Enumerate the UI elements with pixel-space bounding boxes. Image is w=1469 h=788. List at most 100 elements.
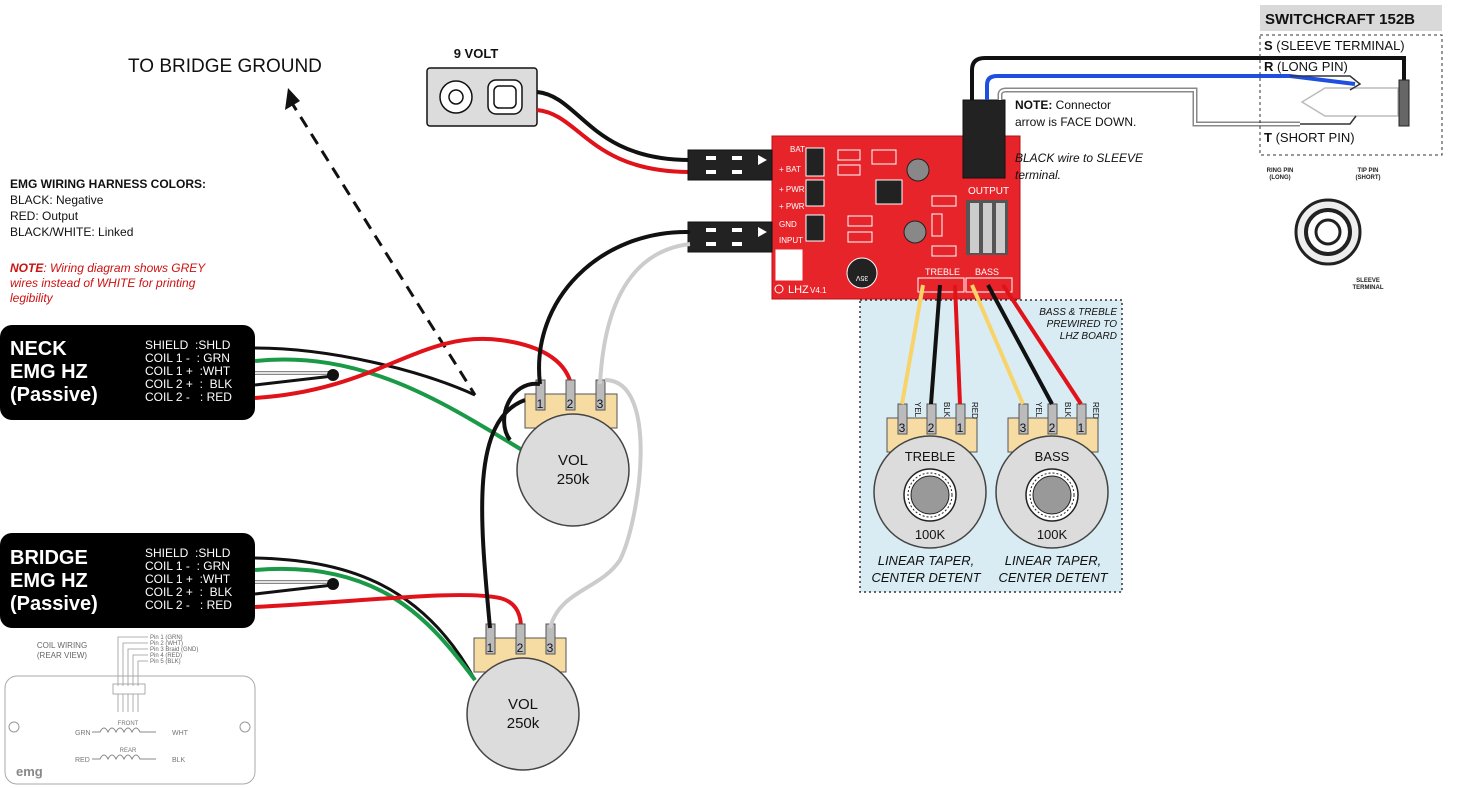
- neck-to-bridge-black: [480, 398, 526, 629]
- neck-vol-body: [516, 413, 630, 527]
- bridge-volume-pot: 1 2 3 VOL 250k: [466, 623, 580, 771]
- neck3-to-bridge3-grey: [548, 378, 643, 629]
- treble-pin2: 2: [928, 421, 935, 435]
- treble-wire-yel: YEL: [913, 402, 922, 418]
- jack-t-text: (SHORT PIN): [1272, 130, 1355, 145]
- bridge-vol-label: VOL: [508, 696, 538, 713]
- neck-vol-ground-black: [502, 381, 541, 442]
- jack-short-pin: [1300, 115, 1357, 125]
- neck-wire-red: [254, 336, 573, 400]
- jack-s-text: (SLEEVE TERMINAL): [1273, 38, 1405, 53]
- connector-note-line1: NOTE: Connector: [1015, 98, 1111, 112]
- bridge-pin-coil2-pos: COIL 2 + : BLK: [145, 585, 232, 599]
- jack-photo-inner: [1314, 218, 1342, 246]
- coil-blk-label: BLK: [172, 757, 186, 764]
- board-label-bat: BAT: [790, 145, 805, 154]
- jack-sleeve-term-l1: SLEEVE: [1356, 278, 1380, 284]
- output-connector: [962, 99, 1006, 179]
- coil-wiring-title-l2: (REAR VIEW): [37, 651, 88, 660]
- board-capacitor-label: 35V: [855, 274, 868, 281]
- board-label-input: INPUT: [779, 236, 803, 245]
- bridge-vol-body: [466, 657, 580, 771]
- bridge-junction: [327, 578, 339, 590]
- board-logo-icon: [774, 284, 784, 294]
- neck-vol-lug2: [565, 379, 576, 411]
- bridge-wire-green: [254, 566, 477, 682]
- board-label-pwr2: + PWR: [779, 202, 805, 211]
- bridge-vol-pin3: 3: [547, 641, 554, 655]
- battery-label: 9 VOLT: [454, 46, 499, 61]
- coil-front-winding: [92, 727, 156, 734]
- connector-note-bold: NOTE:: [1015, 98, 1052, 112]
- connector-note-italic2: terminal.: [1015, 168, 1061, 182]
- battery-connector-slot: [706, 170, 716, 174]
- bridge-vol-pin1: 1: [487, 641, 494, 655]
- jack-sleeve-terminal: [1398, 79, 1410, 127]
- neck-pin-coil1-pos: COIL 1 + :WHT: [145, 364, 231, 378]
- bridge-wire-black-shield: [254, 556, 477, 681]
- harness-note-line2: wires instead of WHITE for printing: [10, 276, 196, 290]
- neck-vol-black-to-input: [537, 229, 691, 385]
- jack-box: [1259, 34, 1443, 156]
- board-label-lhz: LHZ: [788, 284, 809, 296]
- bass-shaft: [1032, 475, 1072, 515]
- jack-s-letter: S: [1264, 38, 1273, 53]
- neck-pin-coil2-neg: COIL 2 - : RED: [145, 390, 232, 404]
- jack-photo-ring: [1304, 208, 1352, 256]
- ground-arrow-line: [288, 99, 477, 396]
- coil-pickup-outline: [4, 675, 256, 785]
- coil-front-label: FRONT: [118, 721, 139, 727]
- treble-blk-wire: [929, 284, 942, 405]
- bass-lug2: [1047, 403, 1058, 435]
- coil-red-label: RED: [75, 757, 90, 764]
- harness-line-black: BLACK: Negative: [10, 193, 104, 207]
- board-capacitor: [846, 257, 878, 289]
- bass-value: 100K: [1037, 527, 1068, 542]
- coil-rear-label: REAR: [120, 748, 137, 754]
- bridge-pickup-box: [0, 533, 255, 628]
- harness-note: NOTE: Wiring diagram shows GREY: [10, 261, 206, 275]
- treble-wire-red: RED: [970, 402, 979, 419]
- bridge-wire-red: [254, 593, 523, 626]
- neck-pin-coil1-neg: COIL 1 - : GRN: [145, 351, 230, 365]
- treble-label: TREBLE: [905, 449, 956, 464]
- bridge-pin-coil1-neg: COIL 1 - : GRN: [145, 559, 230, 573]
- bass-wire-blk: BLK: [1063, 402, 1072, 418]
- bridge-pickup-name-l3: (Passive): [10, 593, 98, 615]
- input-connector: [687, 221, 773, 253]
- jack-title: SWITCHCRAFT 152B: [1265, 11, 1415, 28]
- coil-pin2: Pin 2 (WHT): [150, 641, 183, 647]
- connector-note-line2: arrow is FACE DOWN.: [1015, 115, 1136, 129]
- treble-red-wire: [953, 284, 962, 405]
- treble-pot: 3 2 1 YEL BLK RED TREBLE 100K LINEAR TAP…: [871, 402, 987, 585]
- jack-ring-pin-l1: RING PIN: [1267, 168, 1294, 174]
- board-label-treble: TREBLE: [925, 267, 960, 277]
- connector-note-text: Connector: [1052, 98, 1111, 112]
- jack-tip-label: T (SHORT PIN): [1264, 130, 1355, 145]
- neck-pickup-name-l1: NECK: [10, 338, 67, 360]
- coil-pin1: Pin 1 (GRN): [150, 635, 183, 641]
- neck-vol-label: VOL: [558, 452, 588, 469]
- neck-volume-pot: 1 2 3 VOL 250k: [516, 379, 630, 527]
- jack-tip-pin-l2: (SHORT): [1356, 175, 1381, 181]
- neck-pickup-box: [0, 325, 255, 420]
- battery-terminal-round-inner: [448, 89, 464, 105]
- neck-pickup: NECK EMG HZ (Passive) SHIELD :SHLD COIL …: [0, 325, 255, 420]
- jack-long-pin: [1290, 75, 1362, 91]
- ground-arrow-head: [285, 88, 300, 110]
- input-connector-slot: [706, 228, 716, 232]
- bridge-pin-shield: SHIELD :SHLD: [145, 546, 231, 560]
- jack-sleeve-label: S (SLEEVE TERMINAL): [1264, 38, 1405, 53]
- bass-pin3: 3: [1020, 421, 1027, 435]
- battery-connector-slot: [732, 156, 742, 160]
- coil-wht-label: WHT: [172, 730, 189, 737]
- board-label-bat-plus: + BAT: [779, 165, 801, 174]
- input-connector-slot: [732, 228, 742, 232]
- neck-vol-pin3: 3: [597, 397, 604, 411]
- bridge-pin-coil2-neg: COIL 2 - : RED: [145, 598, 232, 612]
- jack-plug-outline: [1300, 87, 1399, 117]
- bass-shaft-dash: [1029, 472, 1075, 518]
- battery-wire-red: [536, 108, 691, 174]
- bridge-pickup-name-l2: EMG HZ: [10, 570, 88, 592]
- jack-ring-label: R (LONG PIN): [1264, 59, 1348, 74]
